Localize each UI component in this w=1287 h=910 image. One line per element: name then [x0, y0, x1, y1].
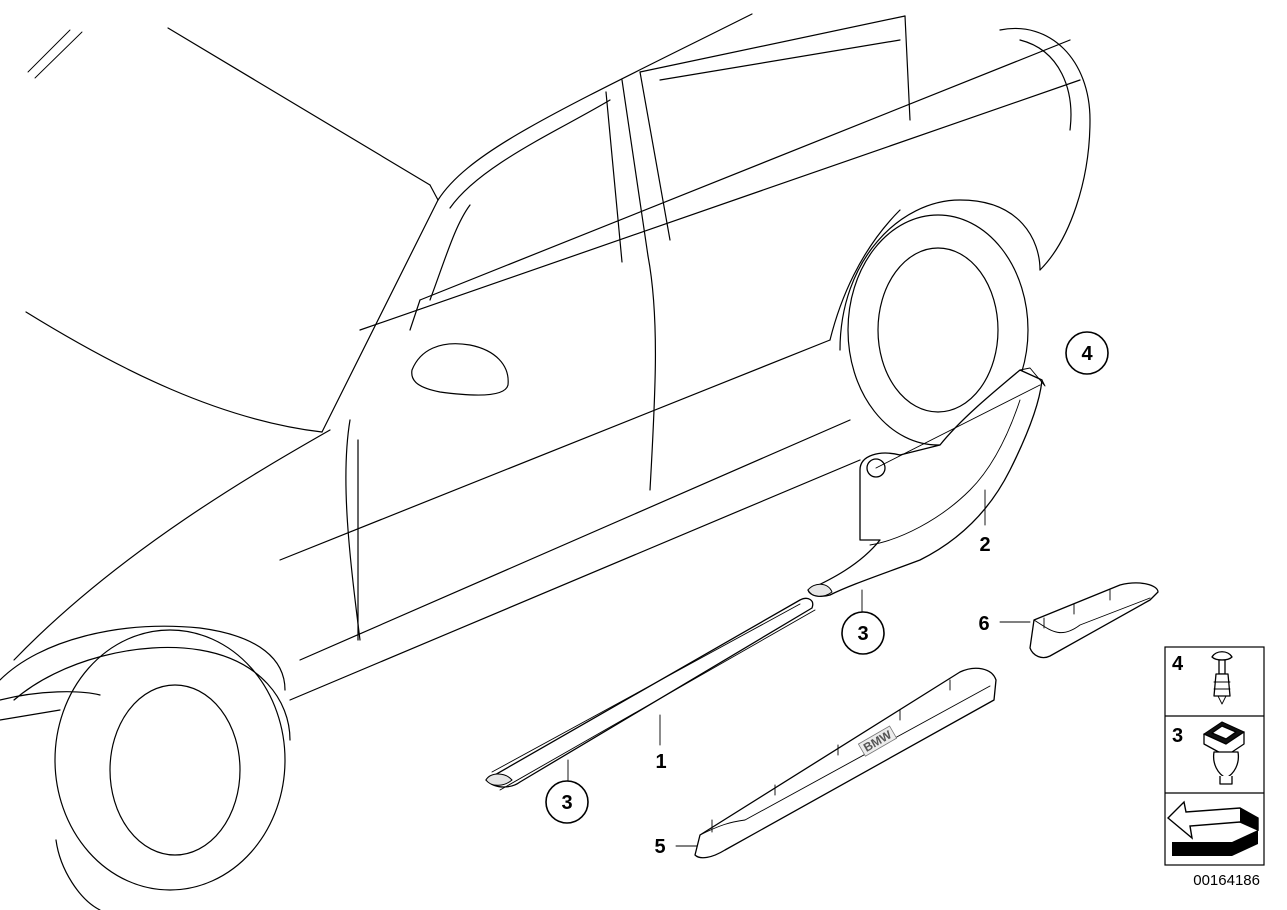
legend-label-4: 4: [1172, 653, 1184, 675]
legend-label-3: 3: [1172, 725, 1183, 747]
part-6-rear-sill-plate[interactable]: [999, 582, 1159, 659]
callout-3-lower: 3: [545, 780, 589, 824]
part-1-sill-strip[interactable]: [485, 597, 816, 791]
expanding-clip-icon: [1202, 721, 1246, 785]
direction-arrow-icon: [1166, 800, 1259, 856]
label-part-6: 6: [978, 613, 989, 635]
callout-3-upper-label: 3: [857, 623, 868, 645]
label-part-2: 2: [979, 534, 990, 556]
car-body-outline: [0, 13, 1091, 910]
callout-4-label: 4: [1081, 343, 1093, 365]
part-2-rear-trim[interactable]: [807, 367, 1046, 613]
callout-3-lower-label: 3: [561, 792, 572, 814]
push-rivet-icon: [1211, 651, 1233, 705]
callout-3-upper: 3: [841, 611, 885, 655]
doc-number: 00164186: [1193, 872, 1260, 889]
label-part-1: 1: [655, 751, 666, 773]
legend-box: 4 3: [1164, 646, 1265, 866]
part-5-entry-sill-plate[interactable]: BMW: [675, 667, 997, 859]
callout-4: 4: [1065, 331, 1109, 375]
label-part-5: 5: [654, 836, 665, 858]
